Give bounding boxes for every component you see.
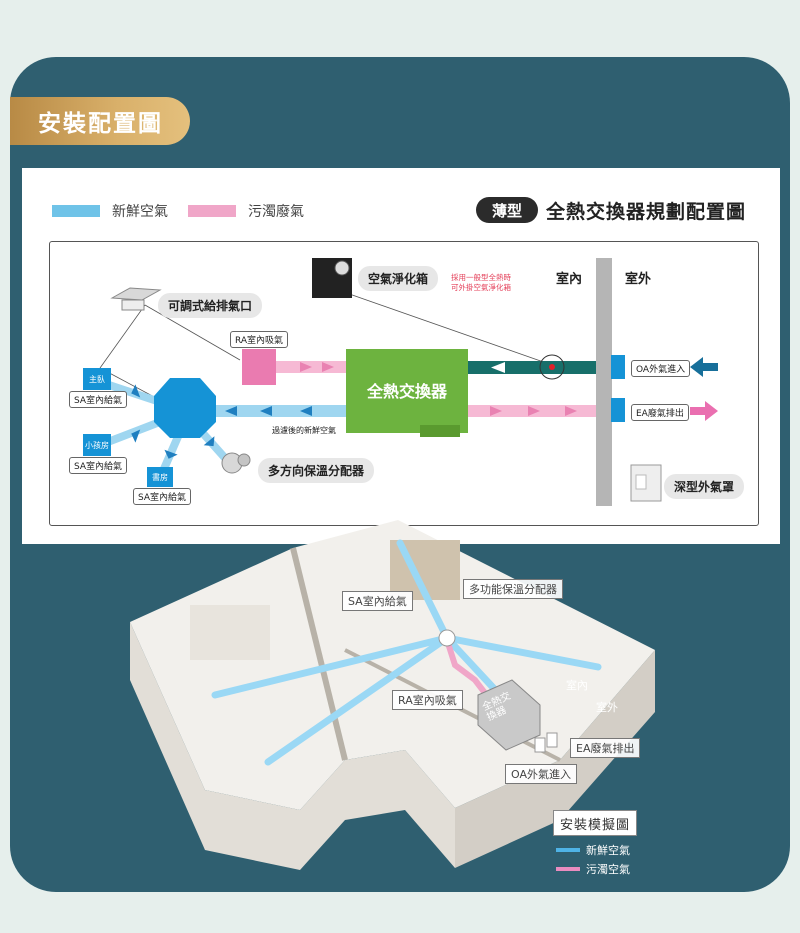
purifier-port-icon [334,260,350,276]
page-title: 安裝配置圖 [10,97,190,145]
purifier-note-line-1: 採用一般型全熱時 [451,273,511,282]
filtered-air-label: 過濾後的新鮮空氣 [272,426,336,435]
room-decor-kitchen [190,605,270,660]
house-front-wall [130,622,455,870]
house-ea-hood [534,737,546,753]
house-indoor-label: 室內 [566,679,588,692]
sim-legend-dirty: 污濁空氣 [556,861,630,877]
legend-dirty-label: 污濁廢氣 [248,204,304,220]
purifier-leader-line [337,289,553,366]
sim-legend-fresh-swatch [556,848,580,852]
ra-intake-box [242,349,276,385]
room-sa-study: SA室內給氣 [133,488,192,505]
erv-unit-label: 全熱交換器 [366,382,447,401]
room-sa-master: SA室內給氣 [69,391,128,408]
ea-label: EA廢氣排出 [631,404,689,421]
room-box-study: 書房 [147,467,173,487]
ceiling-vent-body [121,299,145,311]
interior-wall-1 [290,547,348,761]
room-box-master: 主臥 [83,368,111,390]
legend-fresh-swatch [52,205,100,217]
purifier-connection-dot [549,364,555,370]
simulation-title: 安裝模擬圖 [553,810,637,836]
oa-inlet-arrow [690,357,718,377]
legend-fresh: 新鮮空氣 [52,201,168,221]
vent-leader-line-1 [99,304,146,369]
erv-unit-foot [420,425,460,437]
ea-flow-arrow-1 [490,406,502,416]
ea-wall-port [611,398,625,422]
legend-fresh-label: 新鮮空氣 [112,204,168,220]
purifier-note-line-2: 可外掛空氣淨化箱 [451,283,511,292]
thin-type-badge: 薄型 [476,197,538,223]
outdoor-hood-vent [635,474,647,490]
diagram-heading: 全熱交換器規劃配置圖 [546,201,747,223]
house-erv-unit [477,679,541,751]
distribution-hub-octagon [154,378,216,438]
indoor-label: 室內 [556,272,583,287]
ra-label: RA室內吸氣 [230,331,289,348]
sim-legend-fresh: 新鮮空氣 [556,842,630,858]
purifier-connection-ring [539,354,565,380]
oa-flow-arrow [491,362,505,373]
house-oa-hood [546,732,558,748]
house-ea-tag: EA廢氣排出 [570,738,641,758]
house-outdoor-label: 室外 [596,701,618,714]
sim-legend-dirty-swatch [556,867,580,871]
distributor-label: 多方向保溫分配器 [258,458,375,483]
ceiling-vent-icon [110,287,162,301]
branch-arrow-study [164,449,178,459]
sa-main-duct [212,405,347,417]
erv-unit-box [346,349,468,433]
house-right-wall [455,650,655,868]
house-sa-tag: SA室內給氣 [342,591,413,611]
branch-arrow-distributor [203,436,215,447]
ea-outlet-arrow [690,401,718,421]
ea-flow-arrow-2 [528,406,540,416]
sim-legend-dirty-label: 污濁空氣 [586,863,630,876]
branch-arrow-master [131,384,141,398]
oa-wall-port [611,355,625,379]
room-box-kids: 小孩房 [83,434,111,456]
house-distributor-tag: 多功能保溫分配器 [463,579,563,599]
legend-dirty-swatch [188,205,236,217]
wall-pillar [596,258,612,506]
house-fresh-ducts [211,539,602,766]
distributor-device-port [237,453,251,467]
sa-flow-arrow-1 [300,406,312,416]
branch-arrow-kids [131,429,141,443]
oa-label: OA外氣進入 [631,360,691,377]
room-sa-kids: SA室內給氣 [69,457,128,474]
sim-legend-fresh-label: 新鮮空氣 [586,844,630,857]
legend-dirty: 污濁廢氣 [188,201,304,221]
ceiling-vent-label: 可調式給排氣口 [158,293,263,318]
outdoor-hood-label: 深型外氣罩 [664,474,745,499]
purifier-label: 空氣淨化箱 [358,266,439,291]
sa-flow-arrow-3 [225,406,237,416]
house-oa-tag: OA外氣進入 [505,764,577,784]
outdoor-label: 室外 [625,272,652,287]
ra-flow-arrow-2 [322,362,334,372]
house-distributor-node [438,629,456,647]
house-ra-tag: RA室內吸氣 [392,690,463,710]
ra-flow-arrow-1 [300,362,312,372]
sa-flow-arrow-2 [260,406,272,416]
ea-flow-arrow-3 [565,406,577,416]
